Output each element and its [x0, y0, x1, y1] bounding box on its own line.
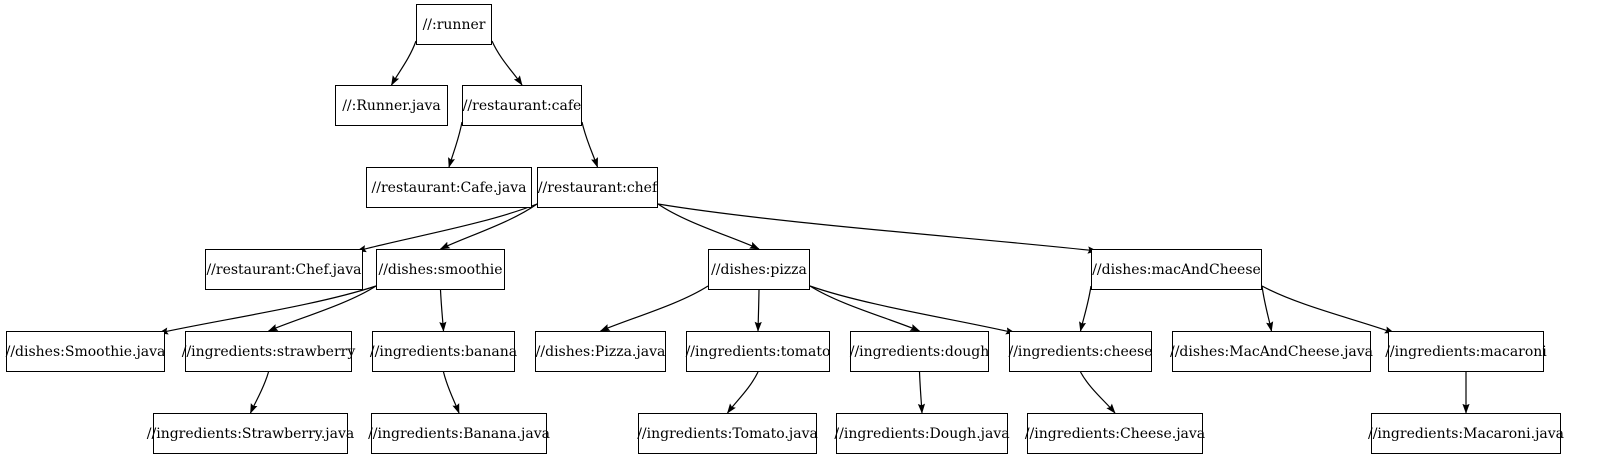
graph-node-label: //ingredients:tomato [685, 343, 831, 360]
graph-node-label: //dishes:smoothie [378, 261, 503, 278]
graph-edge-ing-dough-to-ing-dough-java [917, 371, 926, 414]
graph-node-ing-banana[interactable]: //ingredients:banana [369, 331, 518, 372]
graph-edge-restaurant-chef-to-dishes-macandcheese [657, 203, 1098, 254]
graph-edge-dishes-smoothie-to-dishes-smoothie-java [158, 285, 377, 335]
graph-edge-dishes-macandcheese-to-ing-macaroni [1261, 285, 1395, 334]
graph-node-label: //restaurant:cafe [462, 97, 582, 114]
graph-node-label: //ingredients:cheese [1008, 343, 1153, 360]
graph-node-runner[interactable]: //:runner [416, 4, 492, 45]
graph-edge-ing-cheese-to-ing-cheese-java [1079, 371, 1116, 414]
graph-edge-dishes-pizza-to-ing-cheese [809, 285, 1016, 335]
graph-node-label: //restaurant:Chef.java [206, 261, 362, 278]
graph-edge-ing-strawberry-to-ing-strawberry-java [249, 371, 270, 414]
graph-node-label: //restaurant:chef [537, 179, 658, 196]
graph-node-runner-java[interactable]: //:Runner.java [335, 85, 448, 126]
graph-node-ing-tomato[interactable]: //ingredients:tomato [686, 331, 830, 372]
graph-node-label: //ingredients:Cheese.java [1024, 425, 1206, 442]
graph-edge-runner-to-restaurant-cafe [491, 40, 523, 86]
graph-node-label: //ingredients:Macaroni.java [1368, 425, 1565, 442]
graph-node-ing-strawberry-java[interactable]: //ingredients:Strawberry.java [147, 413, 354, 454]
graph-node-label: //ingredients:dough [849, 343, 990, 360]
graph-node-ing-macaroni-java[interactable]: //ingredients:Macaroni.java [1368, 413, 1565, 454]
graph-edge-dishes-macandcheese-to-dishes-mac-java [1261, 285, 1274, 332]
graph-edge-ing-tomato-to-ing-tomato-java [727, 371, 759, 414]
graph-node-label: //:runner [422, 16, 486, 33]
graph-node-restaurant-chef-java[interactable]: //restaurant:Chef.java [205, 249, 363, 290]
graph-node-ing-banana-java[interactable]: //ingredients:Banana.java [368, 413, 550, 454]
graph-edge-dishes-pizza-to-ing-tomato [754, 289, 762, 332]
graph-node-label: //ingredients:macaroni [1385, 343, 1547, 360]
graph-node-label: //dishes:Pizza.java [535, 343, 666, 360]
graph-edge-restaurant-cafe-to-restaurant-cafe-java [448, 121, 463, 168]
graph-node-label: //dishes:macAndCheese [1092, 261, 1261, 278]
graph-node-ing-strawberry[interactable]: //ingredients:strawberry [182, 331, 355, 372]
graph-node-ing-cheese[interactable]: //ingredients:cheese [1008, 331, 1153, 372]
graph-node-label: //dishes:MacAndCheese.java [1169, 343, 1374, 360]
graph-node-label: //ingredients:Dough.java [834, 425, 1010, 442]
graph-node-dishes-smoothie[interactable]: //dishes:smoothie [376, 249, 505, 290]
graph-edge-restaurant-cafe-to-restaurant-chef [581, 121, 599, 168]
graph-node-label: //ingredients:banana [369, 343, 518, 360]
graph-node-label: //dishes:pizza [711, 261, 807, 278]
graph-node-label: //ingredients:strawberry [181, 343, 356, 360]
graph-node-dishes-smoothie-java[interactable]: //dishes:Smoothie.java [6, 331, 165, 372]
graph-edge-restaurant-chef-to-dishes-pizza [657, 203, 760, 250]
graph-node-label: //restaurant:Cafe.java [371, 179, 527, 196]
graph-node-ing-cheese-java[interactable]: //ingredients:Cheese.java [1024, 413, 1206, 454]
graph-node-label: //ingredients:Tomato.java [637, 425, 818, 442]
graph-node-label: //ingredients:Banana.java [368, 425, 550, 442]
graph-edge-dishes-smoothie-to-ing-strawberry [267, 285, 377, 332]
graph-edge-restaurant-chef-to-dishes-smoothie [439, 203, 538, 250]
graph-node-dishes-pizza[interactable]: //dishes:pizza [708, 249, 810, 290]
graph-node-ing-tomato-java[interactable]: //ingredients:Tomato.java [637, 413, 818, 454]
graph-edge-runner-to-runner-java [390, 40, 417, 86]
graph-node-label: //ingredients:Strawberry.java [146, 425, 355, 442]
graph-node-restaurant-cafe[interactable]: //restaurant:cafe [462, 85, 582, 126]
graph-node-ing-macaroni[interactable]: //ingredients:macaroni [1385, 331, 1547, 372]
graph-edge-ing-banana-to-ing-banana-java [442, 371, 460, 414]
graph-node-restaurant-chef[interactable]: //restaurant:chef [537, 167, 658, 208]
graph-node-dishes-pizza-java[interactable]: //dishes:Pizza.java [535, 331, 666, 372]
graph-node-dishes-macandcheese[interactable]: //dishes:macAndCheese [1091, 249, 1262, 290]
graph-edge-dishes-pizza-to-dishes-pizza-java [599, 285, 709, 332]
graph-node-dishes-mac-java[interactable]: //dishes:MacAndCheese.java [1169, 331, 1374, 372]
graph-edge-dishes-smoothie-to-ing-banana [439, 289, 447, 332]
graph-edge-dishes-pizza-to-ing-dough [809, 285, 921, 332]
graph-node-ing-dough-java[interactable]: //ingredients:Dough.java [834, 413, 1010, 454]
graph-node-label: //:Runner.java [342, 97, 441, 114]
graph-node-ing-dough[interactable]: //ingredients:dough [850, 331, 989, 372]
graph-edge-dishes-macandcheese-to-ing-cheese [1079, 285, 1092, 332]
graph-edge-restaurant-chef-to-restaurant-chef-java [356, 203, 538, 253]
graph-node-restaurant-cafe-java[interactable]: //restaurant:Cafe.java [366, 167, 532, 208]
graph-node-label: //dishes:Smoothie.java [5, 343, 166, 360]
